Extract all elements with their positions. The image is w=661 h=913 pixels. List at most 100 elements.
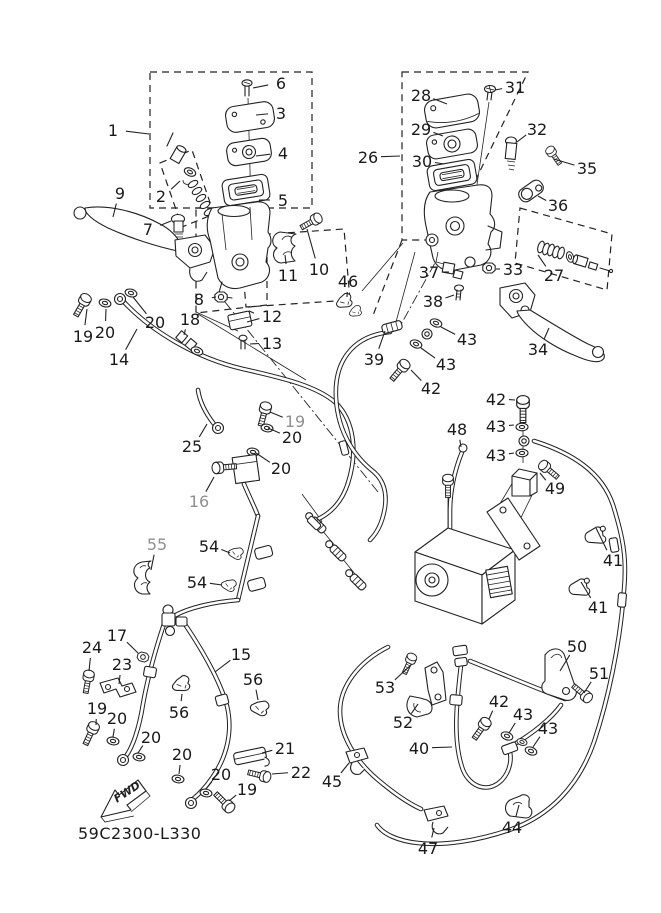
- leader-line: [118, 674, 121, 685]
- leader-line: [228, 794, 237, 802]
- part-label-19: 19: [87, 699, 107, 718]
- banjo-bolt-19a: [79, 719, 102, 748]
- part-label-33: 33: [503, 260, 523, 279]
- leader-line: [378, 330, 386, 349]
- bracket-bolt-24: [79, 668, 96, 695]
- part-label-5: 5: [278, 191, 288, 210]
- part-label-1: 1: [108, 121, 118, 140]
- pipe-clamp-55: [133, 560, 152, 595]
- leader-line: [249, 342, 260, 345]
- hose-fitting-40-top: [452, 644, 468, 668]
- leader-line: [125, 328, 138, 350]
- leader-line: [150, 554, 155, 571]
- part-label-52: 52: [393, 713, 413, 732]
- pipe-clamp-41a: [583, 525, 609, 547]
- leader-line: [84, 308, 88, 326]
- part-label-13: 13: [262, 334, 282, 353]
- diagram-part-code: 59C2300-L330: [78, 824, 201, 843]
- banjo-bolt-19-muted: [254, 400, 274, 428]
- pivot-nut: [482, 262, 496, 274]
- banjo-bolt-42c: [469, 714, 494, 743]
- junction-block-16: [231, 453, 261, 485]
- leader-line: [112, 728, 115, 738]
- part-label-2: 2: [156, 187, 166, 206]
- part-label-20: 20: [282, 428, 302, 447]
- hose-clamp-45: [345, 747, 369, 775]
- leader-line: [255, 689, 259, 701]
- leader-line: [112, 203, 117, 218]
- leader-line: [198, 423, 208, 438]
- part-label-18: 18: [180, 310, 200, 329]
- part-label-55: 55: [147, 535, 167, 554]
- part-label-38: 38: [423, 292, 443, 311]
- joint-nut-17: [135, 650, 151, 664]
- leader-line: [183, 329, 186, 336]
- reservoir-screw-32: [504, 136, 518, 171]
- part-label-49: 49: [545, 479, 565, 498]
- lever-pivot-screw: [543, 144, 565, 168]
- hose-end-fitting-39: [381, 320, 403, 334]
- leader-line: [508, 722, 516, 734]
- part-label-41: 41: [603, 551, 623, 570]
- leader-line: [488, 710, 494, 720]
- part-label-24: 24: [82, 638, 102, 657]
- bleed-screw: [170, 213, 186, 241]
- part-label-16: 16: [189, 492, 209, 511]
- leader-line: [211, 296, 217, 299]
- part-label-8: 8: [194, 290, 204, 309]
- leader-line: [88, 657, 91, 672]
- leader-line: [271, 772, 289, 775]
- part-label-43: 43: [486, 417, 506, 436]
- part-label-23: 23: [112, 655, 132, 674]
- leader-line: [445, 294, 455, 299]
- leader-line: [515, 804, 520, 817]
- part-label-30: 30: [412, 152, 432, 171]
- leader-line: [125, 130, 150, 135]
- front-caliper-hose-ends: [79, 665, 273, 816]
- bracket-53: [399, 651, 447, 706]
- banjo-bolt-42b: [516, 395, 530, 424]
- abs-connector: [485, 565, 513, 599]
- part-label-20: 20: [141, 728, 161, 747]
- part-label-12: 12: [262, 307, 282, 326]
- part-label-27: 27: [544, 266, 564, 285]
- part-label-44: 44: [502, 818, 522, 837]
- part-label-35: 35: [577, 159, 597, 178]
- leader-line: [255, 153, 271, 157]
- leader-line: [553, 158, 575, 166]
- part-label-20: 20: [95, 323, 115, 342]
- leader-line: [126, 641, 139, 654]
- switch-parts-37: [441, 261, 464, 280]
- leader-line: [267, 427, 281, 434]
- banjo-bolt-42: [386, 356, 413, 384]
- part-label-47: 47: [418, 839, 438, 858]
- diaphragm-plate-right: [426, 128, 478, 160]
- junction-and-clamp-group: [79, 400, 350, 718]
- leader-line: [559, 654, 571, 672]
- part-label-45: 45: [322, 772, 342, 791]
- reservoir-screw: [241, 79, 253, 97]
- part-label-31: 31: [505, 78, 525, 97]
- part-label-10: 10: [309, 260, 329, 279]
- piston-kit-27: [537, 240, 614, 274]
- pipe-clamp-54b: [219, 576, 267, 593]
- leader-line: [431, 827, 435, 838]
- leader-line: [137, 745, 144, 754]
- hose-fitting: [343, 567, 368, 592]
- leader-line: [205, 476, 215, 492]
- diaphragm-right: [426, 158, 478, 192]
- leader-line: [160, 220, 172, 226]
- leader-line: [340, 762, 350, 774]
- leader-line: [543, 327, 550, 340]
- part-label-43: 43: [436, 355, 456, 374]
- leader-line: [537, 254, 547, 267]
- part-label-43: 43: [538, 719, 558, 738]
- reservoir-screw-right: [483, 84, 497, 101]
- diaphragm: [221, 173, 271, 207]
- part-label-20: 20: [211, 765, 231, 784]
- leader-line: [178, 764, 181, 775]
- part-label-39: 39: [364, 350, 384, 369]
- leader-line: [170, 180, 181, 190]
